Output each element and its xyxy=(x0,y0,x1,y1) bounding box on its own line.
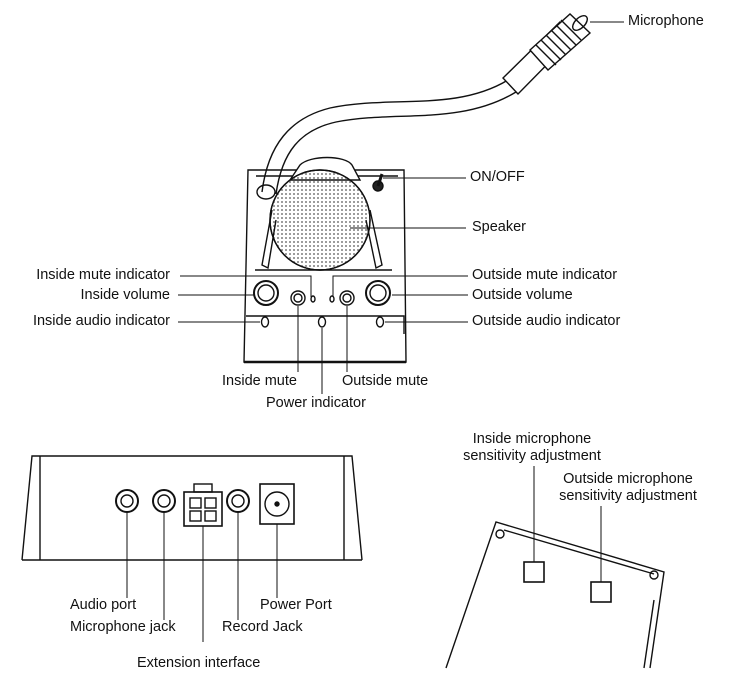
extension-interface-connector xyxy=(183,483,223,527)
label-outside-audio-indicator: Outside audio indicator xyxy=(472,313,621,329)
microphone-head xyxy=(502,13,592,96)
outside-sensitivity-pot xyxy=(590,581,612,603)
rear-panel xyxy=(21,455,363,561)
speaker-grille xyxy=(269,156,371,271)
power-port-socket xyxy=(259,483,295,525)
audio-port-jack xyxy=(115,489,139,513)
bottom-view-leader-lines xyxy=(533,466,602,582)
label-audio-port: Audio port xyxy=(70,597,137,613)
label-extension-interface: Extension interface xyxy=(137,655,261,671)
label-inside-mute-indicator: Inside mute indicator xyxy=(36,267,170,283)
bottom-panel xyxy=(445,521,665,669)
top-view-leader-lines xyxy=(178,227,468,394)
label-power-indicator: Power indicator xyxy=(266,395,366,411)
label-inside-audio-indicator: Inside audio indicator xyxy=(32,313,170,329)
record-jack xyxy=(226,489,250,513)
inside-sensitivity-pot xyxy=(523,561,545,583)
rear-view-leader-lines xyxy=(126,512,278,642)
gooseneck-microphone xyxy=(256,13,624,200)
label-record-jack: Record Jack xyxy=(222,619,303,635)
label-power-port: Power Port xyxy=(260,597,332,613)
label-outside-volume: Outside volume xyxy=(472,287,573,303)
label-outside-mic-sensitivity-line2: sensitivity adjustment xyxy=(559,488,697,504)
label-outside-mute: Outside mute xyxy=(342,373,429,389)
label-inside-volume: Inside volume xyxy=(80,287,170,303)
label-inside-mic-sensitivity-line1: Inside microphone xyxy=(472,431,592,447)
device-body xyxy=(243,156,466,364)
microphone-jack xyxy=(152,489,176,513)
label-speaker: Speaker xyxy=(472,219,527,235)
label-outside-mute-indicator: Outside mute indicator xyxy=(472,267,618,283)
label-microphone: Microphone xyxy=(628,13,704,29)
on-off-switch xyxy=(372,173,466,192)
label-microphone-jack: Microphone jack xyxy=(70,619,176,635)
label-on-off: ON/OFF xyxy=(470,169,525,185)
label-inside-mic-sensitivity-line2: sensitivity adjustment xyxy=(463,448,601,464)
label-inside-mute: Inside mute xyxy=(222,373,297,389)
label-outside-mic-sensitivity-line1: Outside microphone xyxy=(563,471,693,487)
